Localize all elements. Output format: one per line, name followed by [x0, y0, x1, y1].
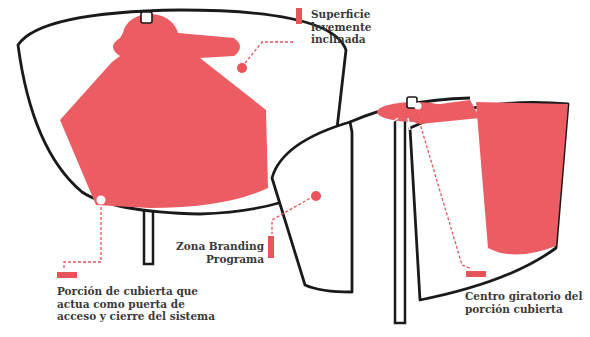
callouts — [64, 42, 470, 270]
callout-label: Centro giratorio del porción cubierta — [465, 290, 585, 315]
leader-line — [272, 196, 314, 234]
leader-line — [242, 42, 294, 67]
markers — [57, 8, 486, 278]
callout-label: Porción de cubierta que actua como puert… — [57, 285, 227, 323]
callout-label: Superficie levemente inclinada — [311, 8, 401, 46]
right-structure — [272, 97, 568, 323]
leader-line — [64, 202, 101, 270]
leader-line — [415, 107, 470, 268]
callout-label: Zona Branding Programa — [176, 240, 264, 265]
